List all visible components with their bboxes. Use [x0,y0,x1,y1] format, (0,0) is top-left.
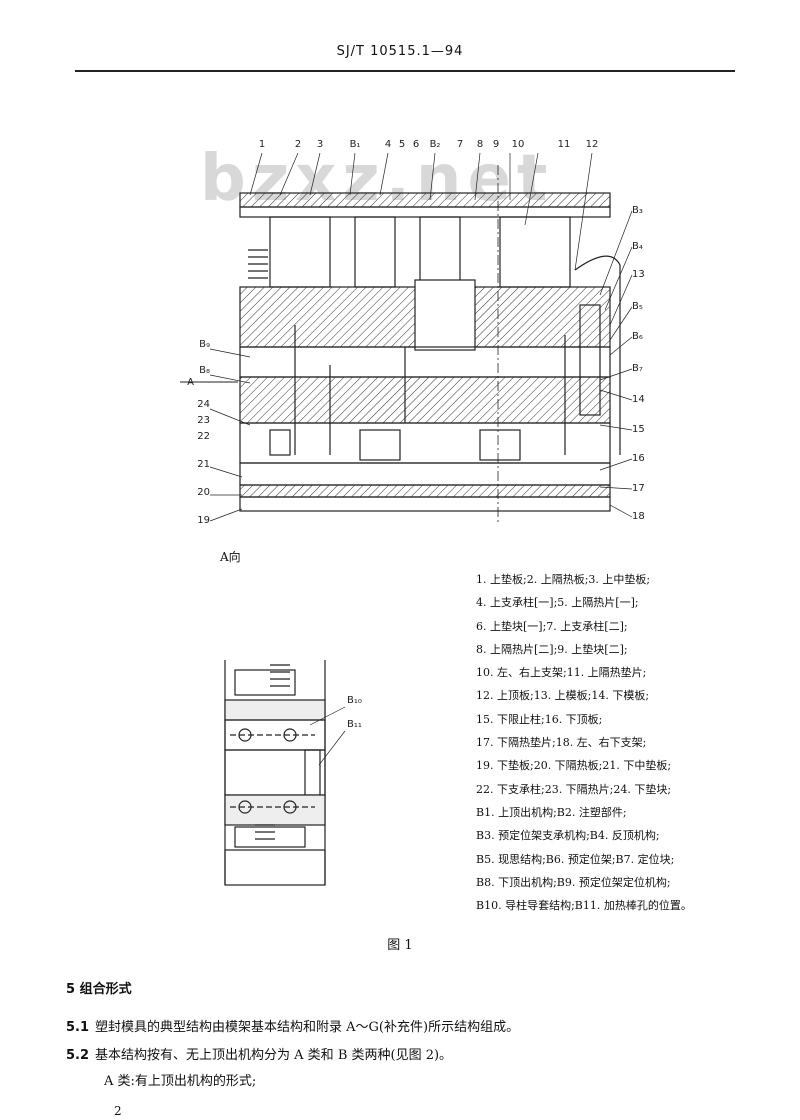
legend-line: 10. 左、右上支架;11. 上隔热垫片; [476,666,647,680]
callout-7: 7 [457,139,463,150]
legend-line: B5. 现思结构;B6. 预定位架;B7. 定位块; [476,852,675,866]
callout-b7: B₇ [632,363,643,374]
parts-legend: 1. 上垫板;2. 上隔热板;3. 上中垫板; 4. 上支承柱[一];5. 上隔… [476,568,786,917]
callout-24: 24 [197,399,210,410]
callout-22: 22 [197,431,210,442]
callout-13: 13 [632,269,645,280]
callout-14: 14 [632,394,645,405]
legend-line: 22. 下支承柱;23. 下隔热片;24. 下垫块; [476,782,672,796]
legend-line: 17. 下隔热垫片;18. 左、右下支架; [476,736,647,750]
section-title: 5 组合形式 [66,982,132,997]
callout-2: 2 [295,139,301,150]
paragraph-type-a: A 类:有上顶出机构的形式; [104,1074,257,1089]
paragraph-text: 基本结构按有、无上顶出机构分为 A 类和 B 类两种(见图 2)。 [95,1048,453,1063]
legend-line: 15. 下限止柱;16. 下顶板; [476,712,603,726]
callout-b11: B₁₁ [347,719,362,730]
callout-12: 12 [586,139,599,150]
legend-line: 6. 上垫块[一];7. 上支承柱[二]; [476,619,628,633]
view-arrow-a: A [187,377,194,388]
legend-line: 8. 上隔热片[二];9. 上垫块[二]; [476,642,628,656]
figure-caption: 图 1 [387,938,413,953]
callout-1: 1 [259,139,265,150]
callout-15: 15 [632,424,645,435]
callout-23: 23 [197,415,210,426]
legend-line: 19. 下垫板;20. 下隔热板;21. 下中垫板; [476,759,672,773]
callout-b5: B₅ [632,301,643,312]
callout-10: 10 [512,139,525,150]
paragraph-text: 塑封模具的典型结构由模架基本结构和附录 A～G(补充件)所示结构组成。 [95,1020,520,1035]
callout-5: 5 [399,139,405,150]
page-header: SJ/T 10515.1—94 [336,44,464,59]
callout-b1: B₁ [350,139,361,150]
paragraph-number: 5.1 [66,1020,90,1035]
legend-line: B8. 下顶出机构;B9. 预定位架定位机构; [476,875,671,889]
paragraph-5-2: 5.2 基本结构按有、无上顶出机构分为 A 类和 B 类两种(见图 2)。 [66,1044,452,1063]
callout-9: 9 [493,139,499,150]
callout-b2: B₂ [430,139,441,150]
callout-16: 16 [632,453,645,464]
callout-3: 3 [317,139,323,150]
callout-b9: B₉ [199,339,210,350]
callout-4: 4 [385,139,391,150]
legend-line: B3. 预定位架支承机构;B4. 反顶机构; [476,829,660,843]
callout-20: 20 [197,487,210,498]
callout-6: 6 [413,139,419,150]
callout-b4: B₄ [632,241,643,252]
header-rule [75,70,735,72]
view-a-caption: A向 [220,550,241,564]
callout-b10: B₁₀ [347,695,362,706]
legend-line: 4. 上支承柱[一];5. 上隔热片[一]; [476,596,639,610]
callout-8: 8 [477,139,483,150]
page-number: 2 [114,1104,122,1118]
callout-19: 19 [197,515,210,526]
paragraph-number: 5.2 [66,1048,90,1063]
callout-17: 17 [632,483,645,494]
view-a-drawing: B₁₀ B₁₁ [224,660,362,886]
callout-b6: B₆ [632,331,643,342]
callout-b3: B₃ [632,205,643,216]
legend-line: B10. 导柱导套结构;B11. 加热棒孔的位置。 [476,899,692,913]
legend-line: B1. 上顶出机构;B2. 注塑部件; [476,805,627,819]
callout-18: 18 [632,511,645,522]
mold-assembly-drawing: 1 2 3 B₁ 4 5 6 B₂ 7 8 9 10 11 12 B₃ B₄ 1… [180,139,645,526]
callout-21: 21 [197,459,210,470]
callout-11: 11 [558,139,571,150]
paragraph-5-1: 5.1 塑封模具的典型结构由模架基本结构和附录 A～G(补充件)所示结构组成。 [66,1016,519,1035]
legend-line: 1. 上垫板;2. 上隔热板;3. 上中垫板; [476,573,651,586]
legend-line: 12. 上顶板;13. 上模板;14. 下模板; [476,689,650,703]
callout-b8: B₈ [199,365,210,376]
